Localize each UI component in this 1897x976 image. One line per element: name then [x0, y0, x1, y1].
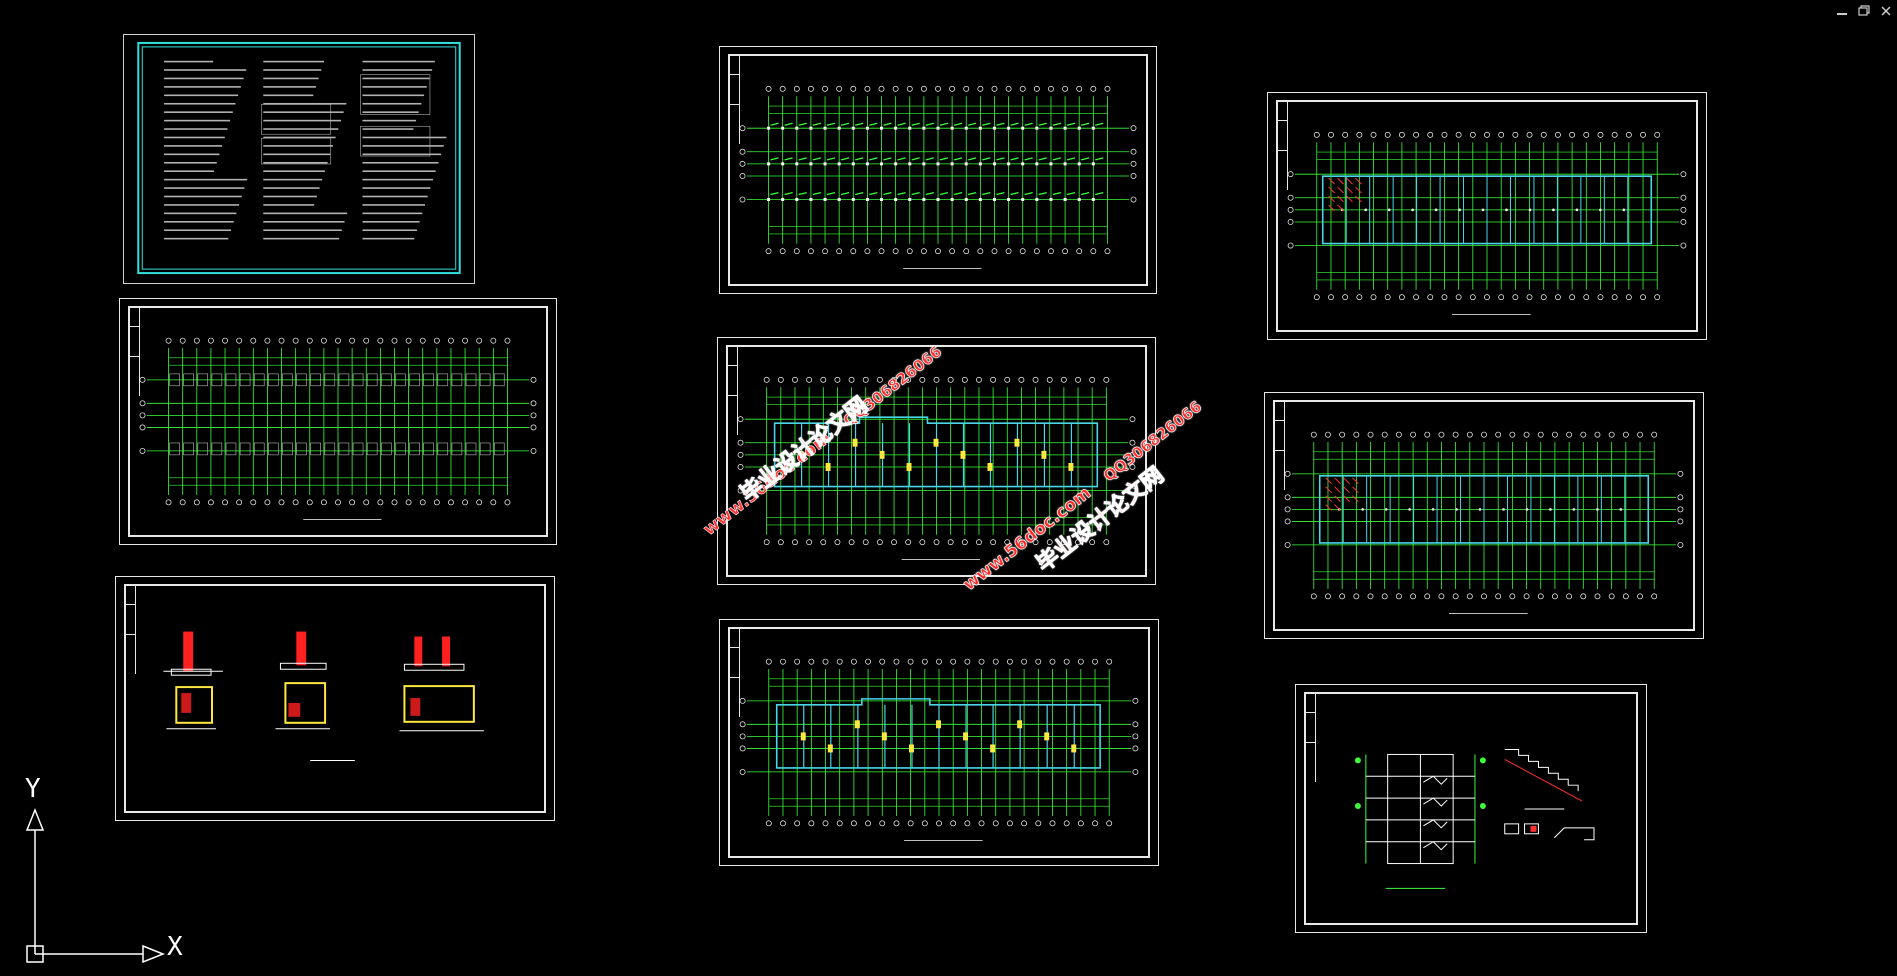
title-strip: [128, 306, 140, 396]
sheet-slab-rebar-2[interactable]: [1264, 392, 1704, 639]
title-strip: [726, 345, 738, 435]
minimize-icon[interactable]: [1835, 2, 1849, 15]
title-strip: [1304, 692, 1316, 782]
ucs-icon: Y X: [15, 774, 185, 972]
sheet-inner-frame: [124, 584, 546, 813]
sheet-inner-frame: [728, 54, 1148, 286]
ucs-y-label: Y: [25, 774, 41, 804]
sheet-floor-framing-1[interactable]: [717, 337, 1156, 585]
restore-icon[interactable]: [1857, 2, 1871, 16]
sheet-slab-rebar-1[interactable]: [1267, 92, 1707, 340]
floor-framing-1-drawing: [737, 376, 1136, 560]
ucs-x-label: X: [167, 932, 183, 962]
window-controls: [1835, 2, 1893, 16]
sheet-column-plan[interactable]: [719, 46, 1157, 294]
floor-framing-2-drawing: [739, 658, 1139, 841]
sheet-inner-frame: [128, 306, 548, 537]
sheet-floor-framing-2[interactable]: [719, 619, 1159, 866]
title-strip: [728, 54, 740, 144]
sheet-foundation-plan[interactable]: [119, 298, 557, 545]
foundation-plan-drawing: [139, 337, 537, 520]
sheet-inner-frame: [728, 627, 1150, 858]
stair-details-drawing: [1354, 748, 1595, 889]
slab-rebar-2-drawing: [1284, 431, 1684, 614]
title-strip: [1276, 100, 1288, 190]
title-strip: [728, 627, 740, 717]
ucs-axes-icon: [25, 807, 166, 964]
design-notes-drawing: [137, 41, 461, 275]
sheet-inner-frame: [1273, 400, 1695, 631]
sheet-stair-details[interactable]: [1295, 684, 1647, 933]
sheet-foundation-details[interactable]: [115, 576, 555, 821]
title-strip: [1273, 400, 1285, 490]
sheet-inner-frame: [1304, 692, 1638, 925]
title-strip: [124, 584, 136, 674]
sheet-inner-frame: [1276, 100, 1698, 332]
close-icon[interactable]: [1879, 2, 1893, 16]
slab-rebar-1-drawing: [1287, 131, 1687, 315]
column-plan-drawing: [739, 85, 1137, 269]
foundation-details-drawing: [163, 631, 484, 761]
sheet-design-notes[interactable]: [123, 34, 475, 284]
sheet-inner-frame: [726, 345, 1147, 577]
